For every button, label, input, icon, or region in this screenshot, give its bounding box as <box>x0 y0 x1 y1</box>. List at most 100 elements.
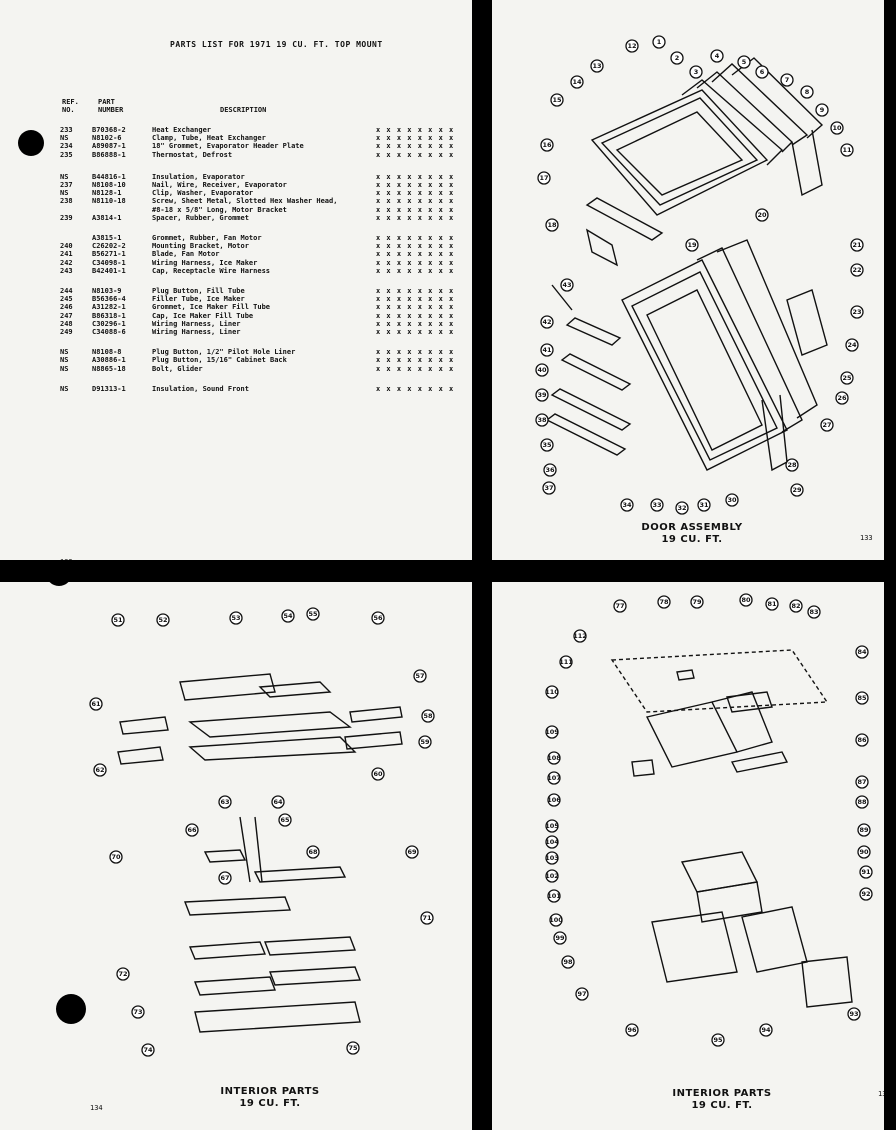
row-ref: 233 <box>60 126 73 134</box>
svg-text:95: 95 <box>713 1036 723 1044</box>
interior-right-page-number: 135 <box>878 1090 884 1098</box>
svg-text:77: 77 <box>615 602 624 610</box>
svg-text:3: 3 <box>694 68 699 76</box>
row-desc: Screw, Sheet Metal, Slotted Hex Washer H… <box>152 197 338 206</box>
svg-text:38: 38 <box>537 416 547 424</box>
svg-text:53: 53 <box>231 614 240 622</box>
row-ref: NS <box>60 189 69 198</box>
svg-text:51: 51 <box>113 616 123 624</box>
svg-text:63: 63 <box>220 798 229 806</box>
row-pn: C34098-1 <box>92 258 126 267</box>
svg-text:111: 111 <box>559 658 573 666</box>
svg-text:99: 99 <box>555 934 565 942</box>
svg-text:107: 107 <box>547 774 561 782</box>
row-desc: Wiring Harness, Ice Maker <box>152 258 258 267</box>
svg-text:40: 40 <box>537 366 547 374</box>
row-ref: 247 <box>60 311 73 320</box>
svg-text:108: 108 <box>547 754 561 762</box>
svg-text:55: 55 <box>308 610 318 618</box>
svg-text:41: 41 <box>542 346 552 354</box>
svg-text:70: 70 <box>111 853 121 861</box>
svg-text:22: 22 <box>852 266 861 274</box>
row-marks: x x x x x x x x <box>376 295 455 304</box>
interior-right-caption-line1: INTERIOR PARTS <box>672 1088 772 1099</box>
row-pn: B44816-1 <box>92 172 126 181</box>
row-marks: x x x x x x x x <box>376 189 455 198</box>
parts-list-row: NS N8128-1 Clip, Washer, Evaporator x x x x… <box>60 189 460 197</box>
svg-text:86: 86 <box>857 736 867 744</box>
binder-hole <box>56 994 86 1024</box>
svg-text:27: 27 <box>822 421 831 429</box>
row-desc: Thermostat, Defrost <box>152 150 233 159</box>
row-pn: B86318-1 <box>92 311 126 320</box>
row-ref: 248 <box>60 319 73 328</box>
interior-parts-left-panel: 51 52 53 54 55 56 57 58 59 60 61 62 63 6… <box>0 582 472 1130</box>
col-ref-header: REF. NO. <box>62 98 79 114</box>
svg-text:39: 39 <box>537 391 547 399</box>
svg-text:88: 88 <box>857 798 867 806</box>
svg-text:66: 66 <box>187 826 197 834</box>
row-marks: x x x x x x x x <box>376 234 455 242</box>
binder-hole-mid <box>46 560 72 586</box>
parts-list-panel: PARTS LIST FOR 1971 19 CU. FT. TOP MOUNT… <box>0 0 472 560</box>
row-marks: x x x x x x x x <box>376 250 455 259</box>
page-number: 132 <box>60 558 73 560</box>
svg-text:72: 72 <box>118 970 127 978</box>
row-desc: Nail, Wire, Receiver, Evaporator <box>152 181 287 189</box>
row-pn: N8103-9 <box>92 287 122 295</box>
svg-text:5: 5 <box>742 58 747 66</box>
row-marks: x x x x x x x x <box>376 213 455 222</box>
svg-text:34: 34 <box>622 501 632 509</box>
row-ref: 249 <box>60 328 73 336</box>
svg-text:36: 36 <box>545 466 555 474</box>
svg-text:81: 81 <box>767 600 777 608</box>
row-desc: Filler Tube, Ice Maker <box>152 295 245 304</box>
svg-text:25: 25 <box>842 374 852 382</box>
row-ref: 239 <box>60 213 73 222</box>
row-desc: Blade, Fan Motor <box>152 250 220 259</box>
row-marks: x x x x x x x x <box>376 287 455 295</box>
svg-text:106: 106 <box>547 796 561 804</box>
svg-text:32: 32 <box>677 504 686 512</box>
svg-text:9: 9 <box>820 106 825 114</box>
row-desc: Grommet, Ice Maker Fill Tube <box>152 303 271 312</box>
svg-text:68: 68 <box>308 848 318 856</box>
svg-text:6: 6 <box>760 68 765 76</box>
row-desc: Clip, Washer, Evaporator <box>152 189 254 198</box>
row-marks: x x x x x x x x <box>376 348 455 357</box>
row-pn: N8128-1 <box>92 189 122 198</box>
row-pn: B42401-1 <box>92 266 126 275</box>
svg-text:29: 29 <box>792 486 802 494</box>
svg-text:97: 97 <box>577 990 586 998</box>
col-part-header: PART NUMBER <box>98 98 124 114</box>
svg-text:62: 62 <box>95 766 104 774</box>
svg-text:80: 80 <box>741 596 751 604</box>
row-ref: NS <box>60 356 69 365</box>
row-ref: 238 <box>60 197 73 206</box>
svg-text:105: 105 <box>545 822 559 830</box>
row-marks: x x x x x x x x <box>376 242 455 251</box>
svg-text:10: 10 <box>832 124 842 132</box>
svg-text:56: 56 <box>373 614 383 622</box>
svg-text:65: 65 <box>280 816 290 824</box>
svg-text:14: 14 <box>572 78 582 86</box>
row-ref: 245 <box>60 295 73 304</box>
svg-text:98: 98 <box>563 958 573 966</box>
row-marks: x x x x x x x x <box>376 258 455 267</box>
svg-text:31: 31 <box>699 501 709 509</box>
row-desc: Clamp, Tube, Heat Exchanger <box>152 134 266 143</box>
col-desc-header: DESCRIPTION <box>220 106 267 114</box>
row-ref: NS <box>60 172 69 181</box>
